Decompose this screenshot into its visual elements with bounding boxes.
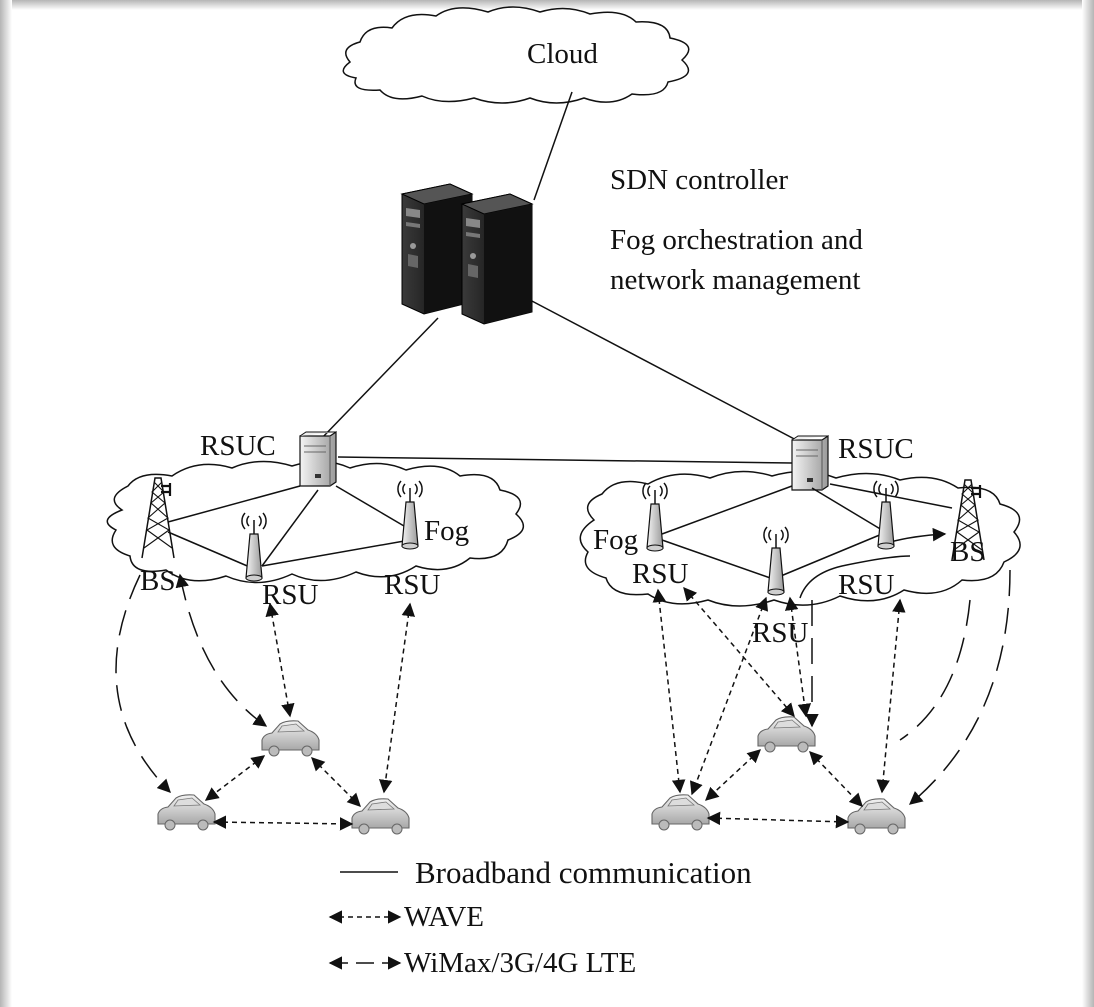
left-lte-links <box>115 573 268 793</box>
fog-left-label: Fog <box>424 515 469 547</box>
left-wave-links <box>204 602 416 831</box>
frame-shadow-left <box>0 0 12 1007</box>
fog-orchestration-label: Fog orchestration and <box>610 224 863 256</box>
left-fog-cloud <box>106 460 525 584</box>
car-right-top-icon <box>757 716 816 753</box>
legend-wave-label: WAVE <box>404 901 484 933</box>
legend-lte-label: WiMax/3G/4G LTE <box>404 947 636 979</box>
rsu-right-2-label: RSU <box>752 617 808 649</box>
frame-shadow-top <box>0 0 1094 10</box>
right-lte-links <box>805 569 1011 805</box>
frame-shadow-right <box>1082 0 1094 1007</box>
rsuc-rsuc-link <box>337 456 793 464</box>
left-cluster-links <box>167 485 411 569</box>
rsuc-right-label: RSUC <box>838 433 914 465</box>
car-left-top-icon <box>261 720 320 757</box>
rsu-right-3-label: RSU <box>838 569 894 601</box>
network-management-label: network management <box>610 264 860 296</box>
rsu-right-1-label: RSU <box>632 558 688 590</box>
fog-right-label: Fog <box>593 524 638 556</box>
right-wave-links <box>652 586 906 829</box>
car-right-bottom-right-icon <box>847 798 906 835</box>
legend-broadband-label: Broadband communication <box>415 855 752 890</box>
sdn-rsuc-right-link <box>529 299 801 443</box>
cloud-label: Cloud <box>527 38 598 70</box>
sdn-server-icon <box>401 183 533 325</box>
right-cluster-links <box>661 483 953 599</box>
sdn-rsuc-left-link <box>319 317 439 441</box>
car-right-bottom-left-icon <box>651 794 710 831</box>
rsuc-left-label: RSUC <box>200 430 276 462</box>
bs-right-label: BS <box>950 536 985 568</box>
bs-left-label: BS <box>140 565 175 597</box>
cloud-link <box>533 91 573 201</box>
legend: Broadband communication WAVE WiMax/3G/4G… <box>328 855 752 979</box>
sdn-controller-label: SDN controller <box>610 164 788 196</box>
top-cloud <box>342 6 690 104</box>
rsuc-right-icon <box>791 435 829 491</box>
car-left-bottom-right-icon <box>351 798 410 835</box>
rsuc-left-icon <box>299 431 337 487</box>
rsu-left-2-label: RSU <box>384 569 440 601</box>
